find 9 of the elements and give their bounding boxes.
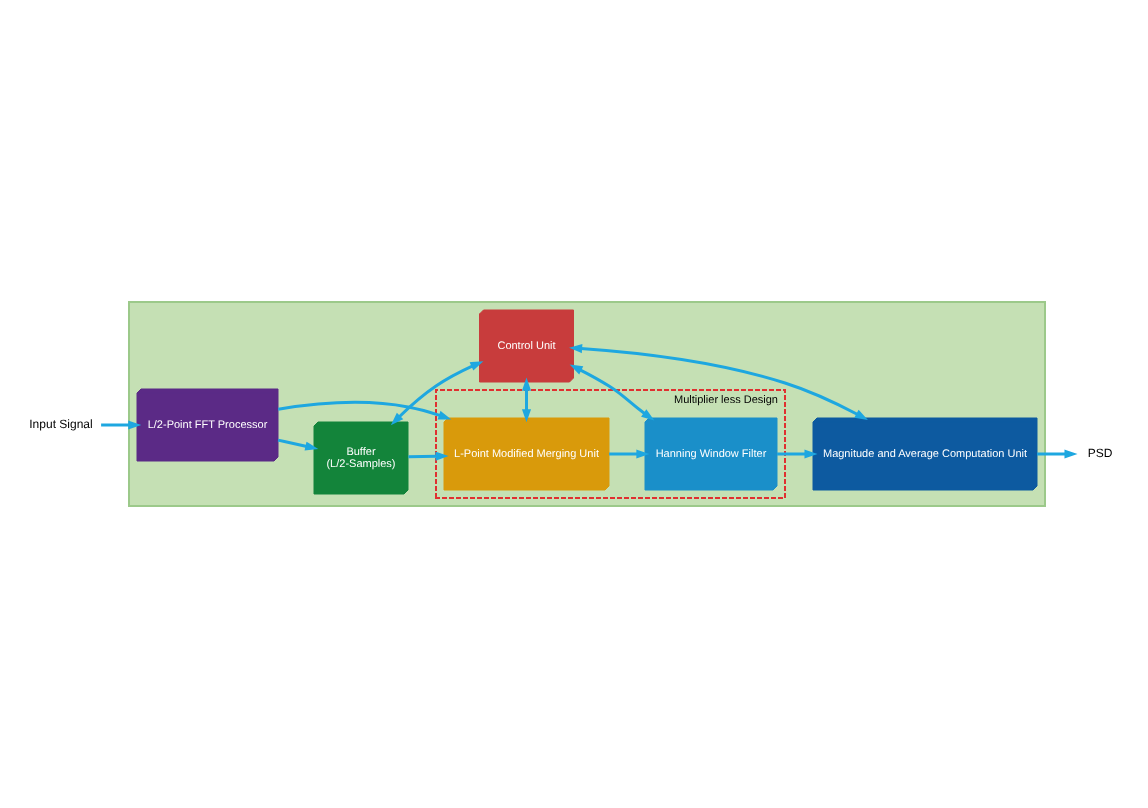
arrow <box>777 449 818 459</box>
arrow <box>609 449 650 459</box>
arrow <box>521 377 532 423</box>
arrow <box>278 400 452 420</box>
arrow <box>569 344 868 420</box>
arrow <box>101 420 142 430</box>
arrow <box>277 438 319 451</box>
arrow <box>1037 449 1078 459</box>
arrow <box>408 451 449 461</box>
